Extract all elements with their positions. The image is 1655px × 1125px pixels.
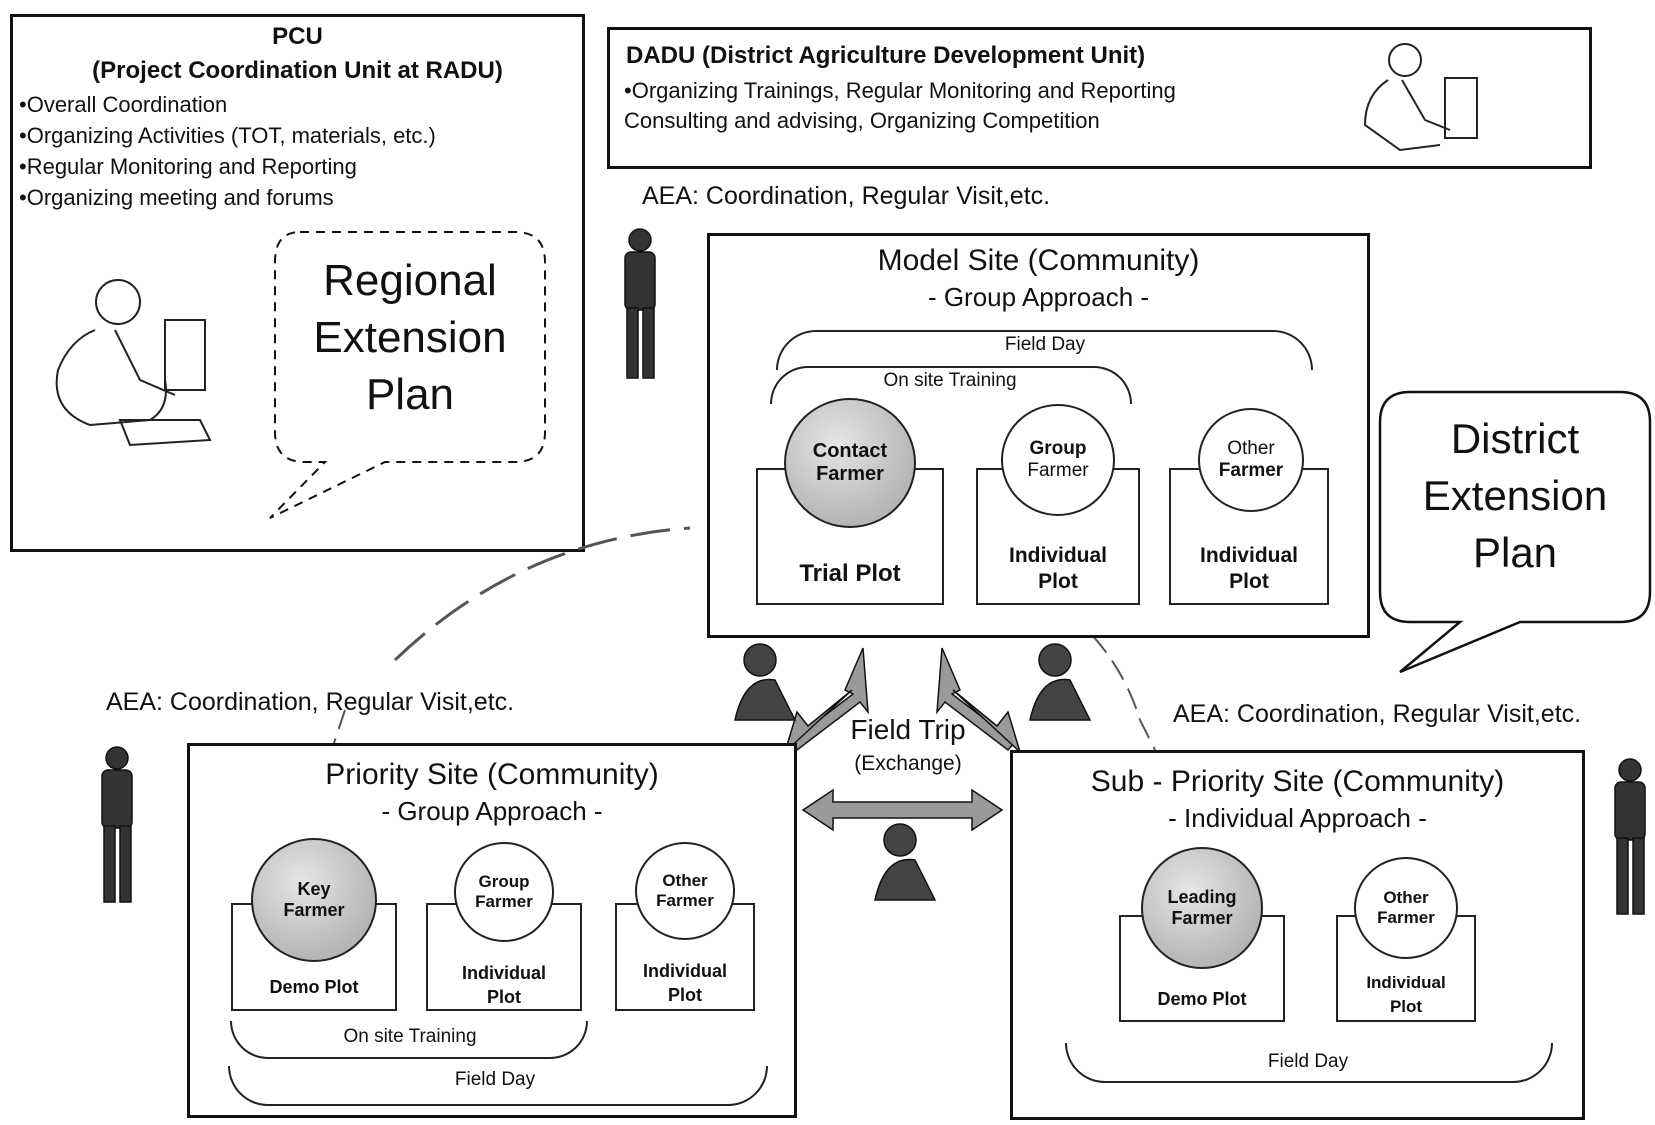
- pcu-item: •Overall Coordination: [19, 92, 228, 117]
- key-farmer-circle: Key Farmer: [251, 838, 377, 962]
- plot-label: Plot: [487, 987, 521, 1007]
- priority-training-label: On site Training: [343, 1026, 477, 1047]
- field-trip-sub: (Exchange): [854, 752, 962, 775]
- plot-label: Plot: [1229, 570, 1269, 593]
- plot-label: Individual: [1199, 544, 1298, 567]
- plot-label: Plot: [1389, 997, 1423, 1016]
- group-farmer-circle: Group Farmer: [454, 842, 554, 942]
- other-farmer-circle: Other Farmer: [1354, 857, 1458, 959]
- district-plan-line: Extension: [1422, 472, 1608, 519]
- farmer-label: Farmer: [1171, 908, 1233, 928]
- farmer-label: Other: [662, 871, 708, 890]
- farmer-label: Farmer: [656, 891, 714, 910]
- district-plan-text: District Extension Plan: [1385, 410, 1645, 581]
- dadu-title: DADU (District Agriculture Development U…: [626, 42, 1146, 69]
- dadu-line1: •Organizing Trainings, Regular Monitorin…: [624, 78, 1176, 103]
- farmer-label: Other: [1383, 888, 1429, 907]
- model-site-title: Model Site (Community): [877, 244, 1200, 277]
- pcu-to-model-dashed-arc: [393, 526, 691, 662]
- priority-site-box: Priority Site (Community) - Group Approa…: [187, 743, 797, 1118]
- plot-label: Individual: [1366, 973, 1446, 992]
- model-field-day-label: Field Day: [1004, 334, 1086, 355]
- farmer-label: Farmer: [475, 892, 533, 911]
- farmer-label: Farmer: [1377, 908, 1435, 927]
- aea-right-label: AEA: Coordination, Regular Visit,etc.: [1173, 700, 1582, 728]
- farmer-label: Other: [1227, 438, 1275, 459]
- aea-top-label: AEA: Coordination, Regular Visit,etc.: [642, 182, 1051, 210]
- field-trip-arrow-right: [936, 647, 1022, 755]
- plot-label: Individual: [461, 963, 546, 983]
- dadu-line2: Consulting and advising, Organizing Comp…: [624, 108, 1100, 133]
- farmer-label: Farmer: [1218, 460, 1284, 481]
- sub-priority-site-box: Sub - Priority Site (Community) - Indivi…: [1010, 750, 1585, 1120]
- pcu-title: PCU: [272, 23, 323, 50]
- contact-farmer-circle: Contact Farmer: [784, 398, 916, 528]
- plot-label: Plot: [668, 985, 702, 1005]
- farmer-label: Leading: [1167, 887, 1237, 907]
- priority-field-day-label: Field Day: [454, 1069, 536, 1090]
- pcu-item: •Organizing meeting and forums: [19, 185, 334, 210]
- regional-plan-text: Regional Extension Plan: [280, 252, 540, 423]
- plot-label: Individual: [1008, 544, 1107, 567]
- pcu-item: •Organizing Activities (TOT, materials, …: [19, 123, 436, 148]
- priority-site-title: Priority Site (Community): [325, 758, 659, 791]
- group-farmer-circle: Group Farmer: [1001, 404, 1115, 516]
- farmer-label: Group: [1029, 438, 1087, 459]
- pcu-items: •Overall Coordination •Organizing Activi…: [19, 89, 436, 213]
- farmer-label: Key: [297, 879, 331, 899]
- priority-site-approach: - Group Approach -: [381, 796, 603, 826]
- plot-label: Individual: [642, 961, 727, 981]
- sub-priority-site-title: Sub - Priority Site (Community): [1090, 765, 1505, 798]
- field-trip-label: Field Trip: [850, 714, 966, 745]
- leading-farmer-circle: Leading Farmer: [1141, 847, 1263, 969]
- dadu-box: DADU (District Agriculture Development U…: [607, 27, 1592, 169]
- plot-label: Demo Plot: [269, 977, 359, 997]
- pcu-item: •Regular Monitoring and Reporting: [19, 154, 357, 179]
- regional-plan-line: Extension: [313, 313, 507, 362]
- farmer-label: Farmer: [283, 900, 345, 920]
- regional-plan-line: Plan: [365, 370, 455, 419]
- other-farmer-circle: Other Farmer: [1198, 408, 1304, 512]
- model-training-label: On site Training: [883, 370, 1017, 391]
- individual-plot: Individual Plot: [615, 903, 755, 1011]
- farmer-label: Farmer: [1027, 460, 1089, 481]
- model-site-approach: - Group Approach -: [927, 282, 1150, 312]
- aea-left-label: AEA: Coordination, Regular Visit,etc.: [106, 688, 515, 716]
- district-plan-bubble-outline: [1378, 390, 1652, 674]
- field-trip-arrow-horizontal: [801, 788, 1004, 832]
- pcu-subtitle: (Project Coordination Unit at RADU): [92, 57, 503, 84]
- regional-plan-line: Regional: [323, 256, 497, 305]
- district-plan-line: Plan: [1472, 529, 1558, 576]
- regional-plan-bubble-outline: [269, 231, 546, 519]
- sub-priority-site-approach: - Individual Approach -: [1168, 803, 1427, 833]
- plot-label: Demo Plot: [1157, 989, 1247, 1009]
- sub-field-day-label: Field Day: [1267, 1051, 1349, 1072]
- plot-label: Plot: [1038, 570, 1078, 593]
- district-plan-line: District: [1450, 415, 1580, 462]
- farmer-label: Contact: [812, 440, 888, 462]
- farmer-label: Group: [478, 872, 530, 891]
- plot-label: Trial Plot: [799, 560, 901, 587]
- farmer-label: Farmer: [816, 463, 884, 485]
- other-farmer-circle: Other Farmer: [635, 842, 735, 940]
- model-site-box: Model Site (Community) - Group Approach …: [707, 233, 1370, 638]
